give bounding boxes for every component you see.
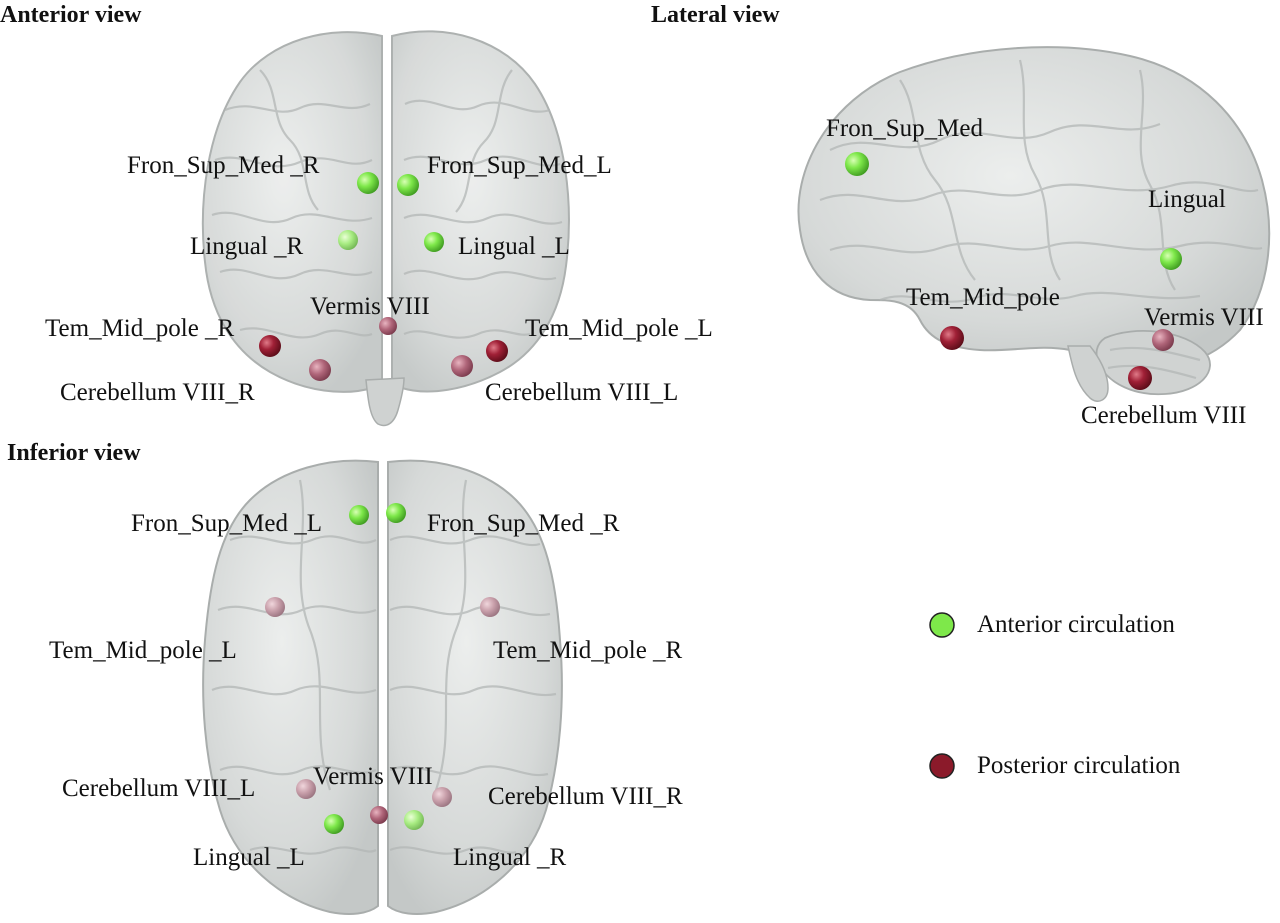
- anterior-node-cer-r: [309, 359, 331, 381]
- inferior-view-title: Inferior view: [7, 440, 141, 466]
- lateral-label-fron: Fron_Sup_Med: [826, 115, 983, 142]
- anterior-label-fron-l: Fron_Sup_Med_L: [427, 152, 612, 179]
- inferior-node-fron-l: [349, 505, 369, 525]
- anterior-brain-shape: [201, 30, 570, 427]
- anterior-label-vermis: Vermis VIII: [310, 293, 430, 320]
- inferior-label-fron-l: Fron_Sup_Med _L: [131, 510, 322, 537]
- inferior-label-lingual-r: Lingual _R: [453, 844, 567, 871]
- anterior-label-cer-r: Cerebellum VIII_R: [60, 379, 255, 406]
- inferior-node-lingual-l: [324, 814, 344, 834]
- lateral-label-tem: Tem_Mid_pole: [906, 284, 1060, 311]
- lateral-brainstem: [1067, 345, 1109, 402]
- anterior-node-lingual-r: [338, 230, 358, 250]
- inferior-node-fron-r: [386, 503, 406, 523]
- anterior-brainstem: [365, 377, 405, 427]
- lateral-node-vermis: [1152, 329, 1174, 351]
- anterior-left-hemisphere: [391, 30, 570, 393]
- lateral-brain-shape: [797, 46, 1271, 402]
- anterior-node-cer-l: [451, 355, 473, 377]
- anterior-node-lingual-l: [424, 232, 444, 252]
- legend-anterior-label: Anterior circulation: [977, 611, 1175, 638]
- inferior-label-tem-r: Tem_Mid_pole _R: [493, 637, 683, 664]
- lateral-view-title: Lateral view: [651, 2, 780, 28]
- lateral-label-vermis: Vermis VIII: [1144, 304, 1264, 331]
- lateral-node-fron: [845, 152, 869, 176]
- lateral-label-cer: Cerebellum VIII: [1081, 402, 1247, 429]
- inferior-label-cer-l: Cerebellum VIII_L: [62, 775, 256, 802]
- anterior-node-tem-r: [259, 335, 281, 357]
- lateral-label-lingual: Lingual: [1148, 186, 1226, 213]
- inferior-label-tem-l: Tem_Mid_pole _L: [49, 637, 237, 664]
- anterior-node-vermis: [379, 317, 397, 335]
- inferior-node-vermis: [370, 806, 388, 824]
- lateral-node-cer: [1128, 366, 1152, 390]
- inferior-node-lingual-r: [404, 810, 424, 830]
- inferior-node-cer-r: [432, 787, 452, 807]
- legend-posterior-marker: [929, 753, 955, 779]
- anterior-right-hemisphere: [201, 31, 383, 393]
- inferior-node-cer-l: [296, 779, 316, 799]
- anterior-label-tem-l: Tem_Mid_pole _L: [525, 315, 713, 342]
- inferior-right-hemisphere: [202, 459, 379, 915]
- anterior-label-lingual-l: Lingual _L: [458, 233, 570, 260]
- inferior-label-fron-r: Fron_Sup_Med _R: [427, 510, 620, 537]
- inferior-label-cer-r: Cerebellum VIII_R: [488, 783, 683, 810]
- legend-posterior-label: Posterior circulation: [977, 752, 1181, 779]
- legend-anterior-marker: [929, 612, 955, 638]
- inferior-brain-shape: [202, 459, 563, 915]
- anterior-label-fron-r: Fron_Sup_Med _R: [127, 152, 320, 179]
- anterior-label-lingual-r: Lingual _R: [190, 233, 304, 260]
- lateral-node-lingual: [1160, 248, 1182, 270]
- inferior-node-tem-l: [265, 597, 285, 617]
- inferior-left-hemisphere: [387, 459, 563, 915]
- anterior-node-fron-l: [397, 174, 419, 196]
- inferior-label-vermis: Vermis VIII: [313, 763, 433, 790]
- anterior-view-title: Anterior view: [0, 2, 142, 28]
- anterior-node-fron-r: [357, 172, 379, 194]
- anterior-node-tem-l: [486, 340, 508, 362]
- inferior-label-lingual-l: Lingual _L: [193, 844, 305, 871]
- inferior-node-tem-r: [480, 597, 500, 617]
- lateral-node-tem: [940, 326, 964, 350]
- anterior-label-cer-l: Cerebellum VIII_L: [485, 379, 679, 406]
- anterior-label-tem-r: Tem_Mid_pole _R: [45, 315, 235, 342]
